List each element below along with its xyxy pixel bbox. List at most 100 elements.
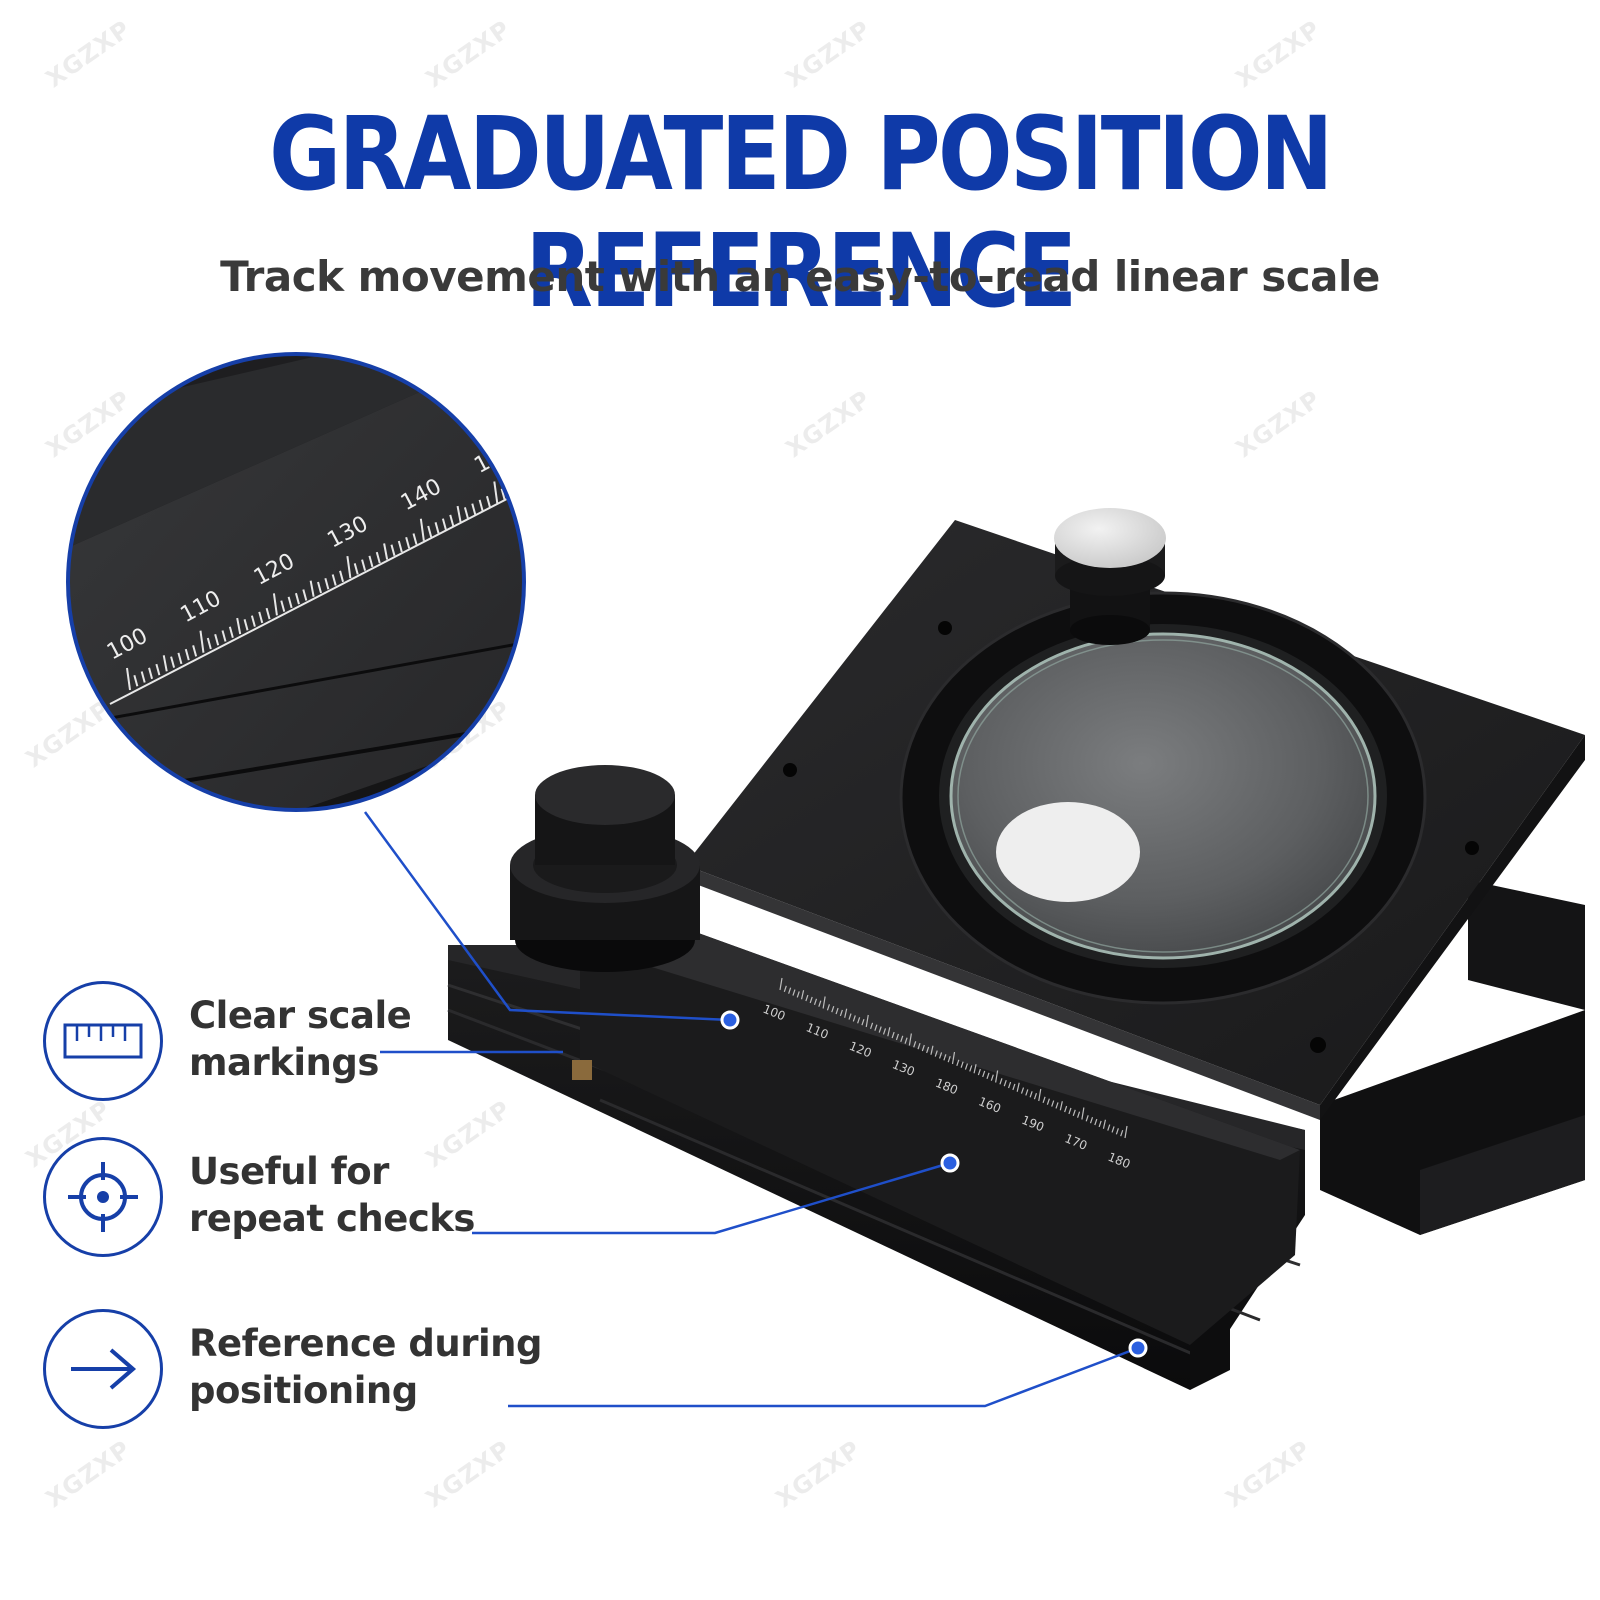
stage-scale-tick xyxy=(857,1017,861,1024)
zoom-scale-tick xyxy=(272,593,278,616)
crosshair-icon xyxy=(68,1162,138,1232)
zoom-scale-tick xyxy=(206,637,212,650)
feature-icon-ring xyxy=(43,1137,163,1257)
right-rail xyxy=(1320,880,1585,1235)
stage-scale-tick xyxy=(1025,1089,1029,1096)
stage-scale-tick xyxy=(964,1063,969,1070)
zoom-scale-tick xyxy=(427,525,433,538)
stage-scale-tick xyxy=(813,998,818,1005)
feature-label: Useful for repeat checks xyxy=(189,1148,475,1242)
feature-label: Reference during positioning xyxy=(189,1320,542,1414)
stage-scale-tick xyxy=(895,1033,900,1041)
zoom-scale-tick xyxy=(192,645,198,657)
stage-scale-tick xyxy=(1111,1126,1115,1133)
feature-repeat-checks: Useful for repeat checks xyxy=(40,1134,600,1260)
stage-scale-tick xyxy=(796,991,800,998)
zoom-scale-tick xyxy=(228,626,234,639)
stage-scale-tick xyxy=(848,1013,852,1020)
zoom-scale-tick xyxy=(133,675,139,687)
stage-scale-tick xyxy=(913,1041,917,1048)
feature-line-2: positioning xyxy=(189,1369,418,1412)
stage-scale-tick xyxy=(904,1037,908,1044)
stage-scale-tick xyxy=(943,1054,947,1061)
zoom-scale-tick xyxy=(155,663,161,676)
zoom-scale-tick xyxy=(250,615,256,627)
stage-scale-tick xyxy=(805,994,809,1002)
zoom-scale-tick xyxy=(456,505,462,523)
feature-line-2: markings xyxy=(189,1041,379,1084)
stage-scale-tick xyxy=(969,1065,973,1072)
stage-scale-tick xyxy=(947,1055,951,1063)
stage-scale-tick xyxy=(792,989,796,996)
stage-scale-tick xyxy=(1012,1083,1016,1091)
stage-scale-tick xyxy=(1007,1081,1012,1089)
zoom-scale-tick xyxy=(302,589,308,601)
stage-scale-tick xyxy=(878,1026,882,1033)
stage-scale-tick xyxy=(1102,1119,1107,1129)
stage-scale-tick xyxy=(1081,1107,1085,1120)
stage-scale-tick xyxy=(982,1070,986,1078)
stage-scale-tick xyxy=(844,1008,848,1018)
zoom-scale-tick xyxy=(419,518,425,541)
stage-scale-tick xyxy=(800,990,805,1000)
stage-scale-tick xyxy=(1094,1118,1098,1126)
stage-scale-tick xyxy=(1055,1102,1059,1109)
stage-scale-tick xyxy=(930,1045,934,1055)
feature-line-2: repeat checks xyxy=(189,1197,475,1240)
zoom-scale-tick xyxy=(162,655,168,672)
zoom-scale-tick xyxy=(280,600,286,612)
stage-scale-tick xyxy=(1085,1115,1089,1122)
stage-scale-tick xyxy=(1038,1088,1042,1102)
zoom-scale-tick xyxy=(324,578,330,590)
zoom-scale-tick xyxy=(214,633,220,646)
stage-scale-tick xyxy=(977,1068,981,1076)
stage-scale-tick xyxy=(809,996,813,1004)
callout-dots xyxy=(720,1010,1148,1358)
zoom-scale-tick xyxy=(126,667,131,691)
stage-scale-tick xyxy=(938,1052,943,1059)
stage-scale-tick xyxy=(779,977,783,991)
stage-scale-tick xyxy=(835,1007,839,1015)
zoom-scale-tick xyxy=(184,648,190,661)
zoom-scale-tick xyxy=(199,630,205,653)
stage-scale-tick xyxy=(999,1078,1003,1085)
zoom-scale-tick xyxy=(309,580,315,597)
stage-scale-tick xyxy=(986,1072,990,1079)
stage-scale-tick xyxy=(1072,1109,1076,1116)
zoom-scale-tick xyxy=(346,555,352,579)
zoom-scale-tick xyxy=(449,514,455,527)
stage-scale-tick xyxy=(921,1044,925,1052)
stage-scale-tick xyxy=(783,985,787,993)
zoom-scale-tick xyxy=(287,596,293,609)
zoom-scale-tick xyxy=(405,536,411,549)
stage-scale-tick xyxy=(891,1031,895,1039)
stage-scale-tick xyxy=(1076,1111,1081,1118)
stage-scale-tick xyxy=(826,1004,831,1011)
top-knob[interactable] xyxy=(1054,508,1166,645)
zoom-scale-tick xyxy=(434,522,440,534)
zoom-scale-tick xyxy=(331,574,337,586)
zoom-scale-tick xyxy=(265,607,271,620)
zoom-scale-tick xyxy=(236,617,242,635)
zoom-scale-tick xyxy=(485,495,491,508)
stage-scale-tick xyxy=(956,1059,960,1067)
zoom-scale-tick xyxy=(383,543,389,560)
stage-scale-tick xyxy=(1068,1107,1072,1115)
coaxial-knobs[interactable] xyxy=(510,765,700,972)
stage-scale-tick xyxy=(1124,1125,1128,1139)
zoom-scale-tick xyxy=(294,592,300,605)
scale-bar xyxy=(572,930,1300,1345)
scale-indicator xyxy=(572,1060,592,1080)
stage-scale-tick xyxy=(1115,1128,1119,1135)
stage-scale-tick xyxy=(1020,1087,1025,1094)
zoom-scale-tick xyxy=(508,484,513,497)
zoom-scale-tick xyxy=(493,481,499,504)
stage-scale-tick xyxy=(788,987,792,994)
zoom-scale-tick xyxy=(339,570,345,583)
zoom-scale-baseline xyxy=(109,485,524,705)
feature-line-1: Clear scale xyxy=(189,994,412,1037)
stage-scale-tick xyxy=(1029,1091,1033,1098)
zoom-scale-tick xyxy=(243,619,249,631)
stage-scale-tick xyxy=(1089,1117,1094,1124)
